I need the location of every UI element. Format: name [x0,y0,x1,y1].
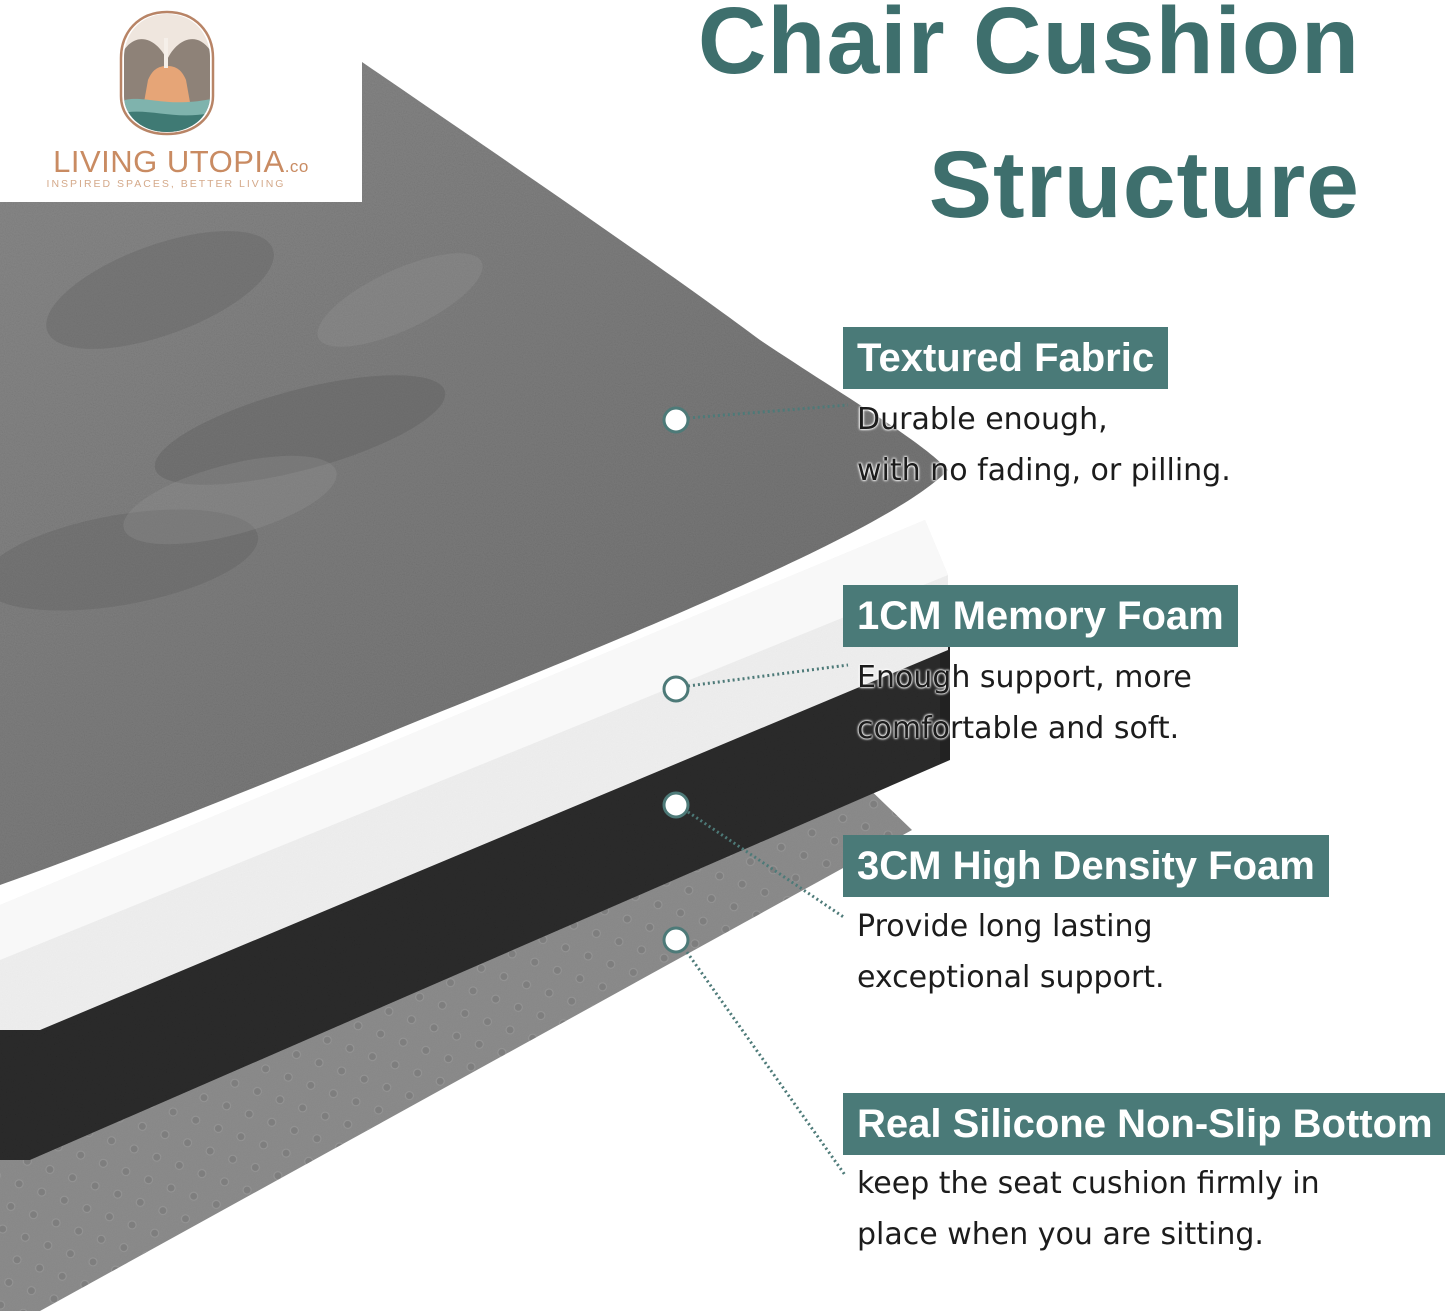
callout-dots [662,406,690,954]
desc-line: place when you are sitting. [857,1217,1264,1252]
brand-name-text: LIVING UTOPIA [53,144,285,179]
connector-fabric [687,403,849,420]
desc-line: Provide long lasting [857,909,1153,944]
connector-memory-foam [687,663,849,688]
desc-line: with no fading, or pilling. [857,453,1231,488]
desc-high-density-foam: Provide long lasting exceptional support… [857,901,1165,1003]
connector-dense-foam [687,810,846,920]
callout-dot-icon [662,406,690,434]
desc-line: Enough support, more [857,660,1192,695]
brand-suffix: .co [284,157,309,176]
desc-line: keep the seat cushion firmly in [857,1166,1320,1201]
brand-tagline: INSPIRED SPACES, BETTER LIVING [46,178,286,190]
desc-line: Durable enough, [857,402,1108,437]
label-non-slip-bottom: Real Silicone Non-Slip Bottom [843,1093,1445,1155]
page-title-line-2: Structure [928,132,1360,238]
connector-bottom [682,947,847,1176]
fabric-layer [0,62,948,885]
logo-emblem-icon [119,10,215,136]
bottom-layer [0,780,912,1311]
callout-lines [682,403,849,1176]
desc-memory-foam: Enough support, more comfortable and sof… [857,652,1192,754]
label-textured-fabric: Textured Fabric [843,327,1169,389]
memory-foam-layer [0,520,948,1030]
label-high-density-foam: 3CM High Density Foam [843,835,1329,897]
label-memory-foam: 1CM Memory Foam [843,585,1238,647]
desc-line: exceptional support. [857,960,1165,995]
desc-non-slip-bottom: keep the seat cushion firmly in place wh… [857,1158,1320,1260]
brand-name: LIVING UTOPIA.co [0,144,362,180]
logo: LIVING UTOPIA.co INSPIRED SPACES, BETTER… [0,0,362,202]
desc-line: comfortable and soft. [857,711,1180,746]
callout-dot-icon [662,791,690,819]
callout-dot-icon [662,926,690,954]
desc-textured-fabric: Durable enough, with no fading, or pilli… [857,394,1231,496]
page-title-line-1: Chair Cushion [697,0,1360,94]
callout-dot-icon [662,675,690,703]
